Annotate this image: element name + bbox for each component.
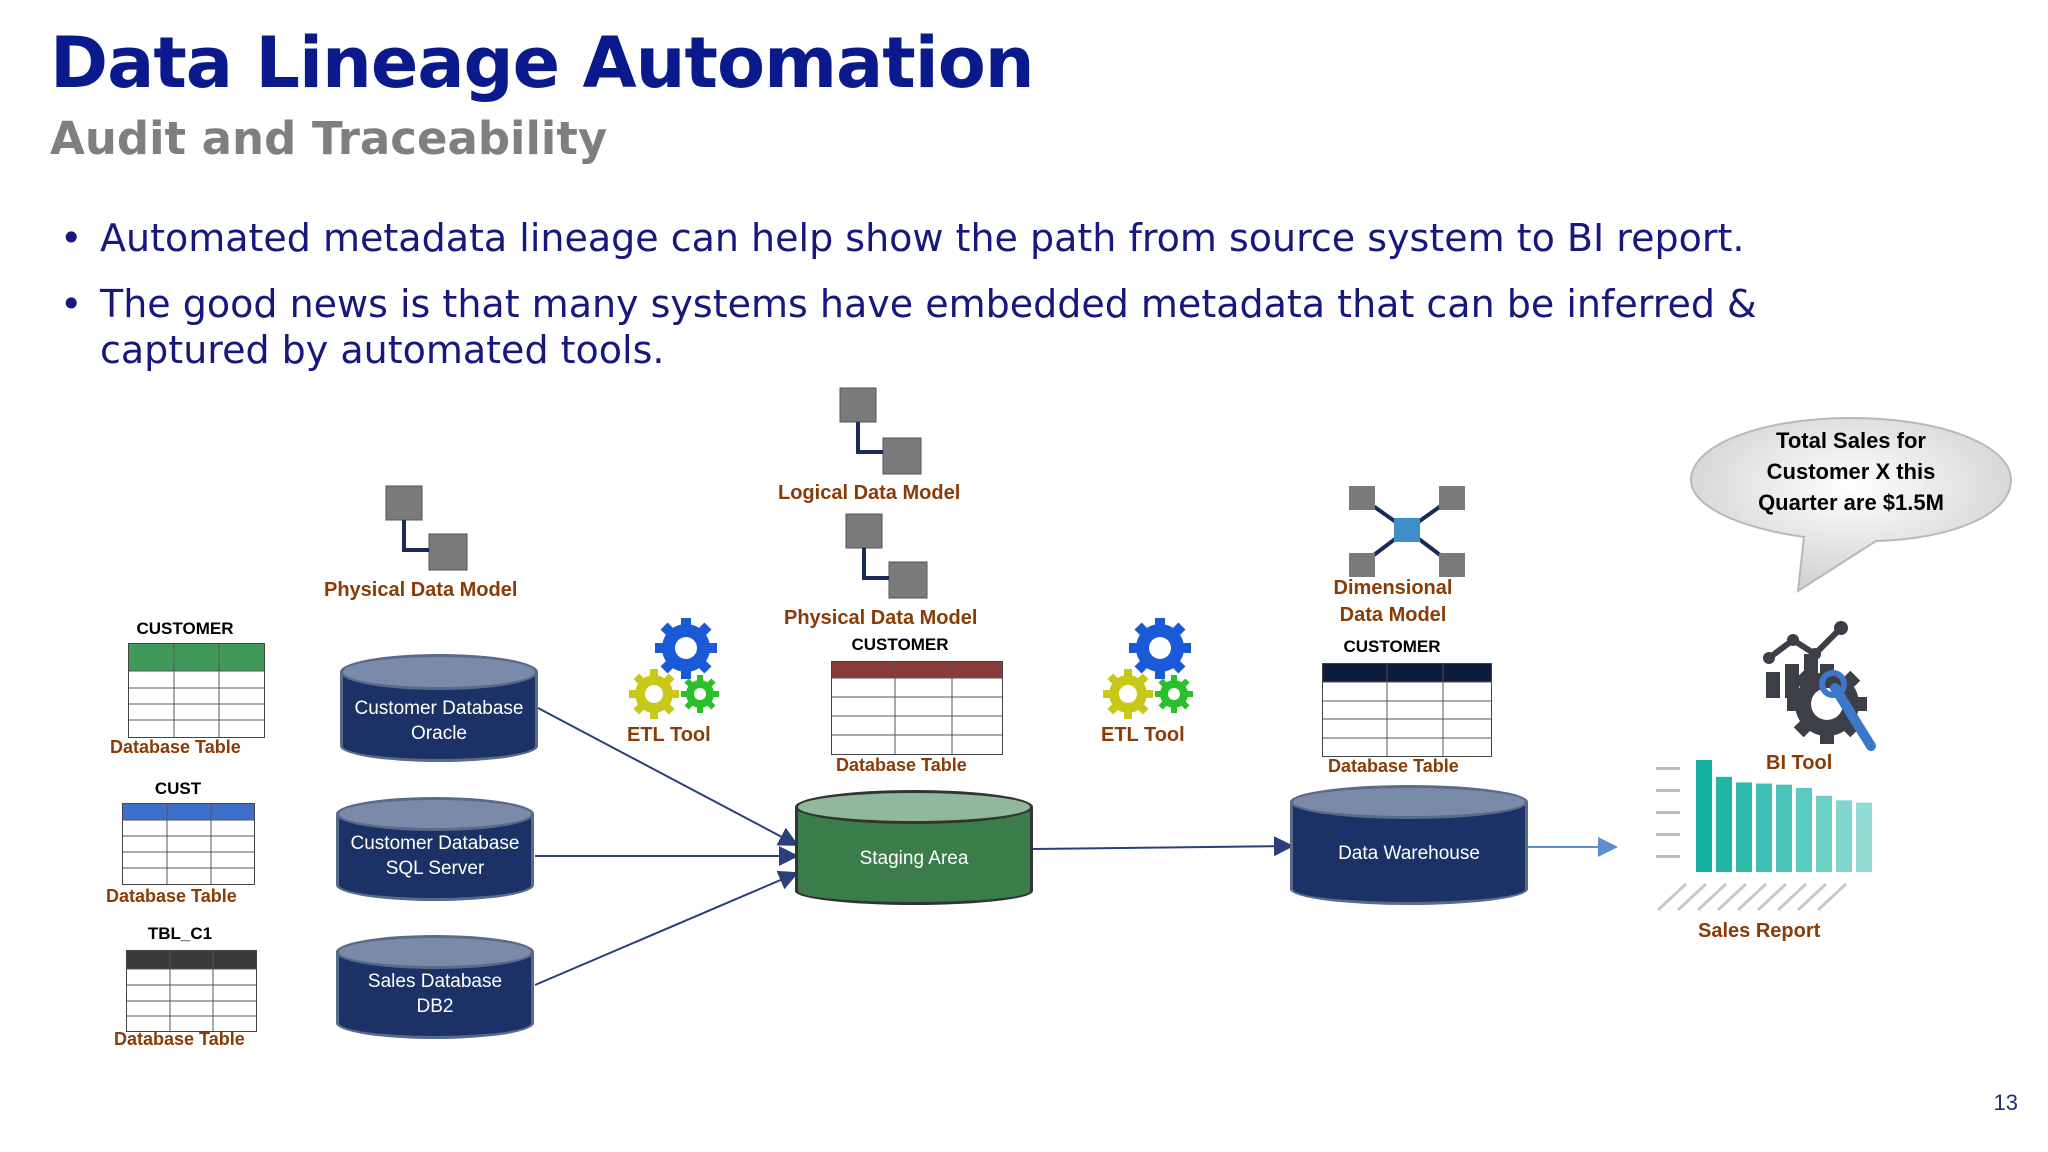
db-name: Customer Database (350, 833, 520, 854)
db-vendor: Oracle (411, 723, 467, 744)
arrow-oracle-to-staging (537, 707, 799, 846)
bullet-text: Automated metadata lineage can help show… (100, 216, 1745, 260)
model-icon (385, 485, 468, 571)
slide-subtitle: Audit and Traceability (50, 112, 608, 165)
bubble-line: Quarter are $1.5M (1758, 490, 1944, 515)
table-grid-lines (832, 662, 1002, 754)
model-icon (839, 387, 922, 475)
staging-label: Staging Area (859, 848, 969, 869)
report-axis-labels (1656, 767, 1680, 858)
bubble-line: Total Sales for (1776, 428, 1926, 453)
slide-title: Data Lineage Automation (50, 22, 1035, 104)
report-bar (1856, 802, 1872, 872)
logical-data-model-label: Logical Data Model (778, 482, 961, 504)
table-grid-lines (127, 951, 256, 1031)
database-table-label: Database Table (1328, 756, 1459, 776)
database-table-label: Database Table (110, 737, 241, 757)
report-bar (1716, 776, 1732, 872)
bullet-list: • Automated metadata lineage can help sh… (60, 215, 1900, 393)
report-bar (1776, 784, 1792, 872)
page-number: 13 (1993, 1090, 2018, 1115)
report-bar (1836, 800, 1852, 872)
physical-data-model-label: Physical Data Model (324, 579, 518, 601)
table-grid-lines (123, 804, 254, 884)
physical-data-model-label: Physical Data Model (784, 607, 978, 629)
dimensional-model-line: Dimensional (1333, 577, 1453, 599)
report-bar (1736, 782, 1752, 872)
sales-report-label: Sales Report (1698, 920, 1821, 942)
report-bar (1756, 783, 1772, 872)
speech-bubble-icon (1689, 416, 2013, 593)
etl-tool-label: ETL Tool (627, 724, 711, 746)
staging-area: Staging Area (795, 790, 1033, 905)
dimensional-model-line: Data Model (1339, 604, 1447, 626)
report-category-labels (1656, 882, 1848, 912)
report-bar (1816, 795, 1832, 872)
bullet-dot: • (60, 216, 83, 260)
report-bar (1696, 760, 1712, 872)
bullet-item: • The good news is that many systems hav… (60, 281, 1900, 373)
table-name-customer: CUSTOMER (1343, 637, 1441, 656)
arrow-staging-to-warehouse (1032, 836, 1294, 857)
db-name: Customer Database (354, 698, 524, 719)
bullet-dot: • (60, 282, 83, 326)
bullet-item: • Automated metadata lineage can help sh… (60, 215, 1900, 261)
table-grid-lines (1323, 664, 1491, 756)
bullet-text: The good news is that many systems have … (100, 282, 1757, 372)
database-table-label: Database Table (106, 886, 237, 906)
table-name-customer: CUSTOMER (851, 635, 949, 654)
table-name-tbl-c1: TBL_C1 (147, 924, 213, 943)
database-table-grid (1322, 663, 1492, 757)
table-grid-lines (129, 644, 264, 737)
bi-tool-icon (1763, 621, 1876, 751)
database-table-label: Database Table (836, 755, 967, 775)
bubble-line: Customer X this (1766, 459, 1936, 484)
bi-tool-label: BI Tool (1766, 752, 1833, 774)
warehouse-label: Data Warehouse (1338, 843, 1480, 864)
gear-icon (629, 618, 719, 719)
database-table-grid (128, 643, 265, 738)
db-name: Sales Database (367, 971, 503, 992)
speech-bubble-text: Total Sales for Customer X this Quarter … (1706, 425, 1996, 518)
database-table-grid (122, 803, 255, 885)
bar-chart-icon (1656, 760, 1872, 912)
arrow-db2-to-staging (534, 870, 799, 986)
database-table-grid (126, 950, 257, 1032)
database-table-label: Database Table (114, 1029, 245, 1049)
data-warehouse: Data Warehouse (1290, 785, 1528, 905)
database-table-grid (831, 661, 1003, 755)
db-vendor: SQL Server (385, 858, 485, 879)
table-name-customer: CUSTOMER (136, 619, 234, 638)
db-vendor: DB2 (416, 996, 454, 1017)
gear-icon (1103, 618, 1193, 719)
dimensional-model-label: Dimensional Data Model (1318, 575, 1468, 629)
table-name-cust: CUST (154, 779, 202, 798)
report-bar (1796, 788, 1812, 872)
model-icon (845, 513, 928, 599)
etl-tool-label: ETL Tool (1101, 724, 1185, 746)
dimensional-model-icon (1349, 486, 1465, 577)
